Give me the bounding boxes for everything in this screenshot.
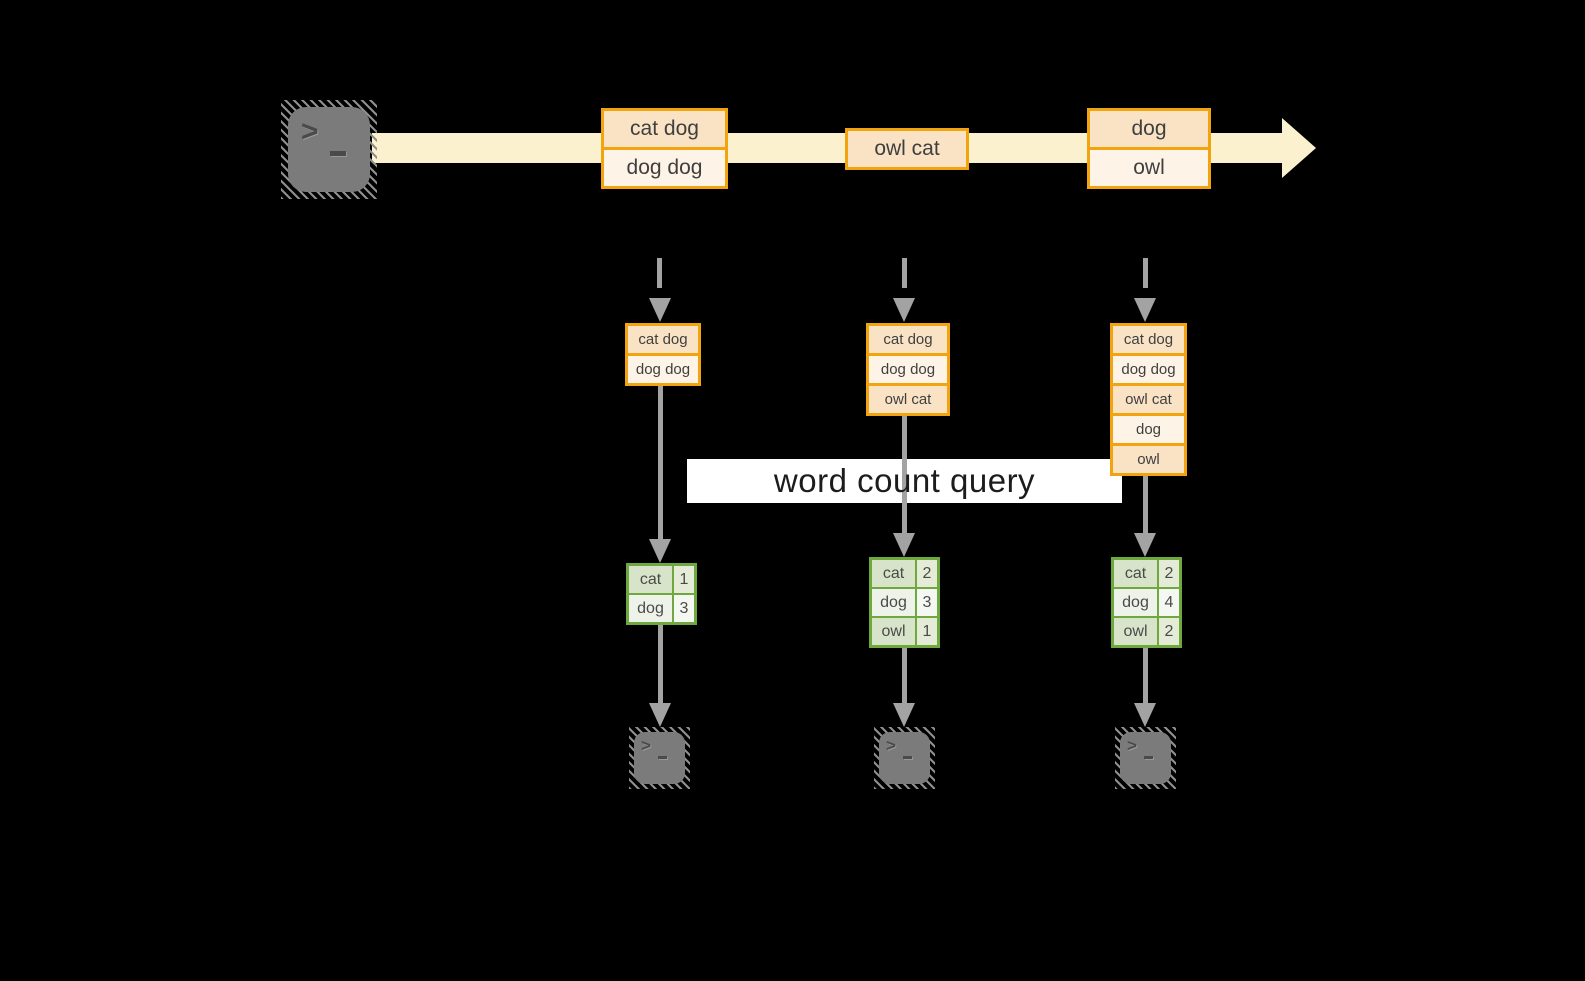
state-record: dog dog	[869, 356, 947, 383]
word-cell: cat	[872, 560, 915, 587]
arrow-shaft	[1143, 648, 1148, 703]
batch-record: owl cat	[848, 131, 966, 167]
count-cell: 2	[1159, 560, 1179, 587]
down-arrowhead-icon	[893, 298, 915, 322]
terminal-sink-icon: >	[629, 727, 690, 789]
arrow-shaft	[902, 648, 907, 703]
down-arrowhead-icon	[1134, 533, 1156, 557]
arrow-shaft	[1143, 473, 1148, 533]
word-cell: dog	[629, 595, 672, 622]
state-record: dog dog	[628, 356, 698, 383]
state-record: owl	[1113, 446, 1184, 473]
prompt-cursor-icon	[1144, 756, 1153, 759]
down-arrowhead-icon	[1134, 298, 1156, 322]
prompt-chevron-icon: >	[301, 115, 319, 148]
arrow-shaft	[658, 625, 663, 703]
terminal-sink-icon: >	[1115, 727, 1176, 789]
state-record: owl cat	[869, 386, 947, 413]
batch-record: dog	[1090, 111, 1208, 147]
word-cell: cat	[629, 566, 672, 593]
count-cell: 1	[917, 618, 937, 645]
count-cell: 3	[674, 595, 694, 622]
count-cell: 1	[674, 566, 694, 593]
prompt-cursor-icon	[658, 756, 667, 759]
state-record: dog	[1113, 416, 1184, 443]
result-table-3: cat 2 dog 4 owl 2	[1111, 557, 1182, 648]
state-box-1: cat dog dog dog	[625, 323, 701, 386]
word-cell: dog	[872, 589, 915, 616]
count-cell: 2	[1159, 618, 1179, 645]
stream-timeline-arrowhead-icon	[1282, 118, 1316, 178]
prompt-cursor-icon	[330, 151, 346, 156]
state-record: cat dog	[1113, 326, 1184, 353]
result-table-1: cat 1 dog 3	[626, 563, 697, 625]
prompt-cursor-icon	[903, 756, 912, 759]
count-cell: 2	[917, 560, 937, 587]
prompt-chevron-icon: >	[641, 736, 651, 755]
batch-record: dog dog	[604, 150, 725, 186]
down-arrowhead-icon	[649, 703, 671, 727]
terminal-source-icon: >	[281, 100, 377, 199]
state-record: cat dog	[628, 326, 698, 353]
down-arrowhead-icon	[893, 703, 915, 727]
batch-box-2: owl cat	[845, 128, 969, 170]
query-banner-label: word count query	[773, 462, 1036, 499]
word-cell: owl	[1114, 618, 1157, 645]
word-cell: cat	[1114, 560, 1157, 587]
down-arrowhead-icon	[1134, 703, 1156, 727]
dashed-arrow-shaft	[1143, 258, 1148, 288]
prompt-chevron-icon: >	[886, 736, 896, 755]
word-cell: dog	[1114, 589, 1157, 616]
down-arrowhead-icon	[893, 533, 915, 557]
batch-record: owl	[1090, 150, 1208, 186]
dashed-arrow-shaft	[657, 258, 662, 288]
state-box-2: cat dog dog dog owl cat	[866, 323, 950, 416]
state-record: owl cat	[1113, 386, 1184, 413]
state-record: cat dog	[869, 326, 947, 353]
terminal-screen: >	[1120, 732, 1171, 784]
terminal-screen: >	[879, 732, 930, 784]
terminal-sink-icon: >	[874, 727, 935, 789]
query-banner: word count query	[687, 459, 1122, 503]
count-cell: 4	[1159, 589, 1179, 616]
state-record: dog dog	[1113, 356, 1184, 383]
down-arrowhead-icon	[649, 539, 671, 563]
terminal-screen: >	[634, 732, 685, 784]
arrow-shaft	[658, 386, 663, 539]
arrow-shaft	[902, 416, 907, 533]
word-cell: owl	[872, 618, 915, 645]
dashed-arrow-shaft	[902, 258, 907, 288]
batch-record: cat dog	[604, 111, 725, 147]
result-table-2: cat 2 dog 3 owl 1	[869, 557, 940, 648]
batch-box-3: dog owl	[1087, 108, 1211, 189]
batch-box-1: cat dog dog dog	[601, 108, 728, 189]
prompt-chevron-icon: >	[1127, 736, 1137, 755]
count-cell: 3	[917, 589, 937, 616]
terminal-screen: >	[288, 107, 370, 192]
down-arrowhead-icon	[649, 298, 671, 322]
state-box-3: cat dog dog dog owl cat dog owl	[1110, 323, 1187, 476]
